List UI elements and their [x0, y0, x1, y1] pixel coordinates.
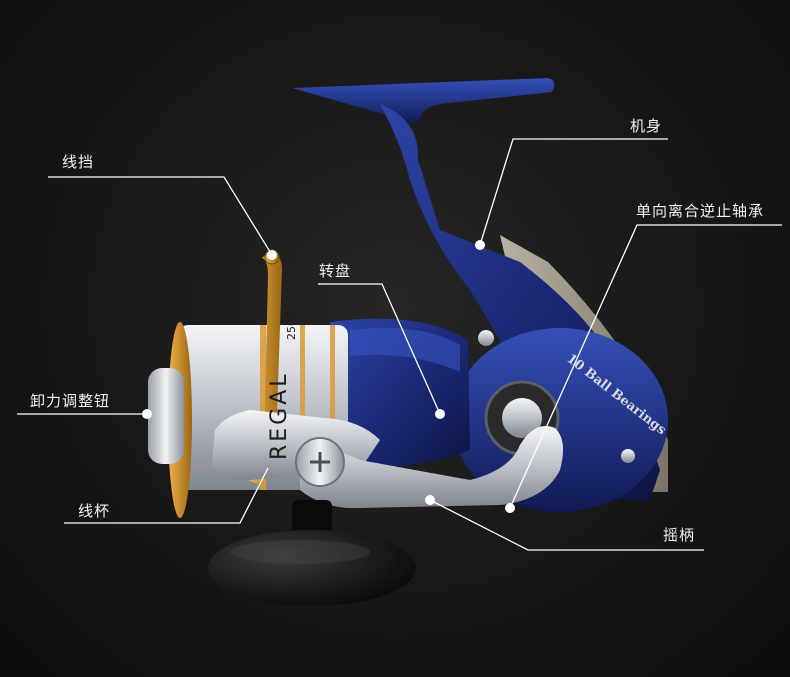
handle-crank — [300, 426, 564, 509]
screw — [478, 330, 494, 346]
handle-knob-highlight — [230, 540, 370, 564]
brand-text: REGAL — [267, 371, 292, 460]
callout-label-body: 机身 — [630, 117, 663, 135]
handle-hub-cross — [310, 452, 330, 472]
callout-label-line-guide: 线挡 — [62, 153, 95, 171]
handle-post — [292, 500, 332, 536]
callout-label-anti-reverse-bearing: 单向离合逆止轴承 — [636, 202, 765, 220]
handle-knob — [208, 530, 416, 606]
callout-label-drag-knob: 卸力调整钮 — [30, 392, 111, 410]
reel-foot — [292, 78, 555, 124]
callout-label-spool: 线杯 — [78, 502, 111, 520]
spool-ring — [260, 325, 266, 490]
line-roller — [264, 249, 280, 265]
screw — [621, 449, 635, 463]
model-text: 2500 — [285, 312, 298, 340]
callout-label-handle: 摇柄 — [663, 526, 696, 544]
drag-knob — [148, 368, 184, 464]
spool-ring — [300, 325, 305, 490]
callout-label-rotor: 转盘 — [319, 262, 352, 280]
